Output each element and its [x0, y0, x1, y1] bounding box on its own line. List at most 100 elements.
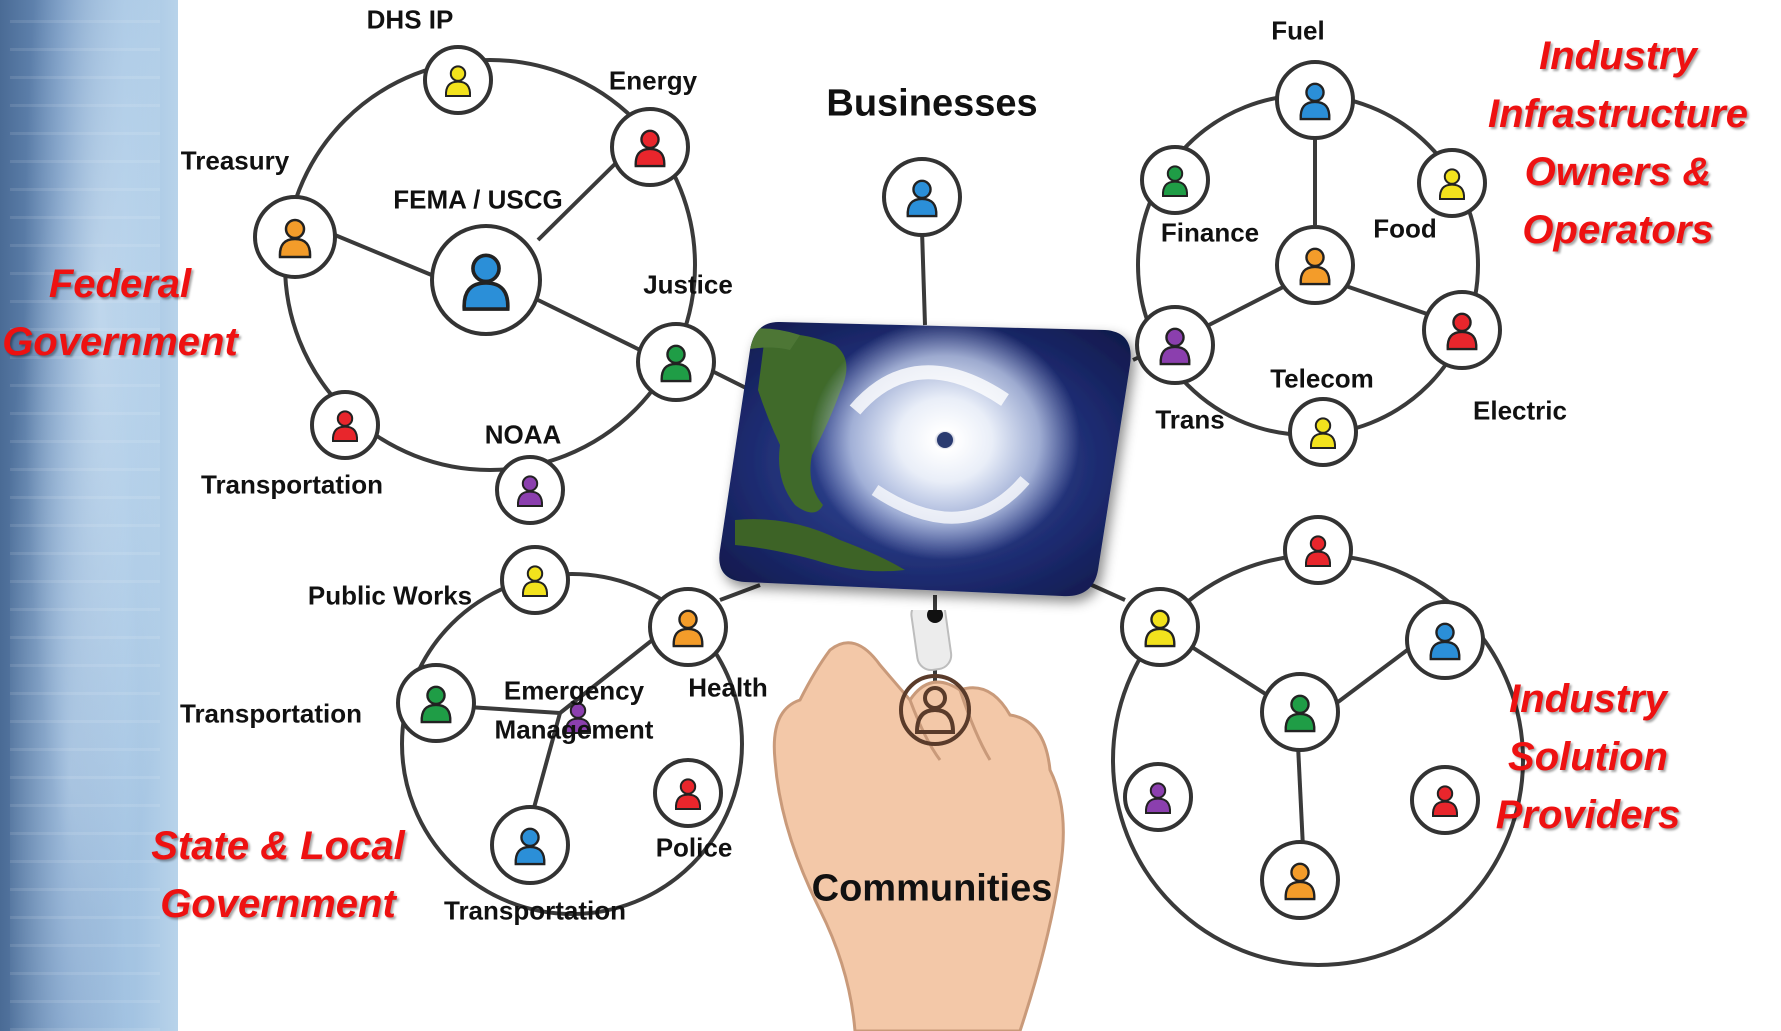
- person-body: [634, 147, 666, 168]
- group-label-line: Operators: [1522, 208, 1714, 252]
- group-industry-infrastructure: Industry Infrastructure Owners & Operato…: [1488, 27, 1748, 259]
- person-icon-food: [1438, 168, 1466, 201]
- line-fema-energy: [536, 158, 621, 242]
- person-head: [1166, 165, 1184, 182]
- person-head: [336, 410, 354, 427]
- person-head: [569, 702, 587, 719]
- label-federal-transportation: Transportation: [200, 469, 384, 500]
- marker-tip: [927, 610, 943, 623]
- label-police: Police: [655, 832, 733, 863]
- person-icon-sol-bottom: [1284, 862, 1316, 901]
- decorative-side-strip: [0, 0, 178, 1031]
- group-label-line: Solution: [1508, 735, 1668, 779]
- person-head: [520, 827, 540, 848]
- label-electric: Electric: [1473, 395, 1567, 426]
- person-icon-sol-top: [1304, 535, 1332, 568]
- hand-shape: [772, 641, 1065, 1031]
- person-body: [462, 281, 510, 311]
- person-head: [426, 685, 446, 706]
- person-head: [1435, 622, 1455, 643]
- group-industry-solution-providers: Industry Solution Providers: [1496, 670, 1681, 844]
- label-finance: Finance: [1160, 217, 1260, 248]
- person-body: [1304, 550, 1332, 568]
- group-label-line: Infrastructure: [1487, 92, 1749, 136]
- person-body: [1431, 800, 1459, 818]
- person-body: [516, 490, 544, 508]
- person-head: [1305, 247, 1325, 268]
- line-treasury-fema: [317, 226, 435, 278]
- person-body: [1299, 100, 1331, 121]
- group-label-line: Owners &: [1524, 150, 1712, 194]
- group-label-line: Government: [160, 882, 396, 926]
- person-body: [1159, 345, 1191, 366]
- person-body: [1284, 712, 1316, 733]
- person-icon-electric: [1446, 312, 1478, 351]
- line-sol-center-right: [1336, 646, 1412, 704]
- label-dhs-ip: DHS IP: [366, 4, 454, 35]
- person-body: [420, 703, 452, 724]
- side-strip-glow: [10, 0, 160, 1031]
- person-icon-sol-center: [1284, 694, 1316, 733]
- person-icon-state-transport-bottom: [514, 827, 546, 866]
- person-body: [660, 362, 692, 383]
- label-businesses: Businesses: [826, 82, 1038, 125]
- node-communities: [899, 674, 971, 746]
- person-head: [1290, 694, 1310, 715]
- label-telecom: Telecom: [1270, 363, 1374, 394]
- person-icon-telecom: [1309, 417, 1337, 450]
- person-body: [1144, 797, 1172, 815]
- person-head: [678, 609, 698, 630]
- label-noaa: NOAA: [484, 419, 562, 450]
- person-body: [514, 845, 546, 866]
- person-head: [1150, 609, 1170, 630]
- person-icon-dhs: [444, 65, 472, 98]
- group-federal-government: Federal Government: [2, 255, 238, 371]
- person-icon-sol-lower-left: [1144, 782, 1172, 815]
- label-justice: Justice: [643, 269, 733, 300]
- person-icon-fema: [462, 253, 510, 311]
- line-emergency-transport: [530, 712, 562, 816]
- person-head: [1443, 168, 1461, 185]
- person-body: [331, 425, 359, 443]
- group-label-line: Industry: [1509, 677, 1667, 721]
- person-body: [1446, 330, 1478, 351]
- label-food: Food: [1373, 213, 1437, 244]
- label-fema-uscg: FEMA / USCG: [393, 184, 563, 215]
- person-head: [1305, 82, 1325, 103]
- person-icon-businesses: [906, 179, 938, 218]
- communities-person-body: [914, 707, 956, 734]
- person-body: [672, 627, 704, 648]
- cuba-landmass: [735, 519, 905, 572]
- person-body: [278, 237, 312, 259]
- person-icon-energy: [634, 129, 666, 168]
- person-icon-fuel: [1299, 82, 1331, 121]
- label-public-works: Public Works: [307, 580, 473, 611]
- person-icon-sol-left: [1144, 609, 1176, 648]
- group-label-line: Providers: [1495, 793, 1681, 837]
- person-body: [1438, 183, 1466, 201]
- person-icon-justice: [660, 344, 692, 383]
- person-head: [1309, 535, 1327, 552]
- hurricane-image: [719, 321, 1131, 597]
- label-health: Health: [688, 672, 768, 703]
- person-body: [1284, 880, 1316, 901]
- person-body: [1299, 265, 1331, 286]
- person-head: [666, 344, 686, 365]
- person-icon-treasury: [278, 218, 312, 259]
- person-head: [449, 65, 467, 82]
- hand-illustration: [772, 610, 1065, 1031]
- label-emergency: Emergency: [503, 675, 645, 706]
- person-body: [674, 793, 702, 811]
- person-head: [1165, 327, 1185, 348]
- person-head: [1314, 417, 1332, 434]
- line-emergency-health: [558, 628, 667, 715]
- person-head: [471, 253, 501, 284]
- person-icon-sol-right: [1429, 622, 1461, 661]
- person-icon-state-transport-left: [420, 685, 452, 724]
- person-body: [521, 580, 549, 598]
- person-body: [906, 197, 938, 218]
- person-icon-public-works: [521, 565, 549, 598]
- label-management: Management: [494, 714, 654, 745]
- line-fema-justice: [537, 298, 641, 352]
